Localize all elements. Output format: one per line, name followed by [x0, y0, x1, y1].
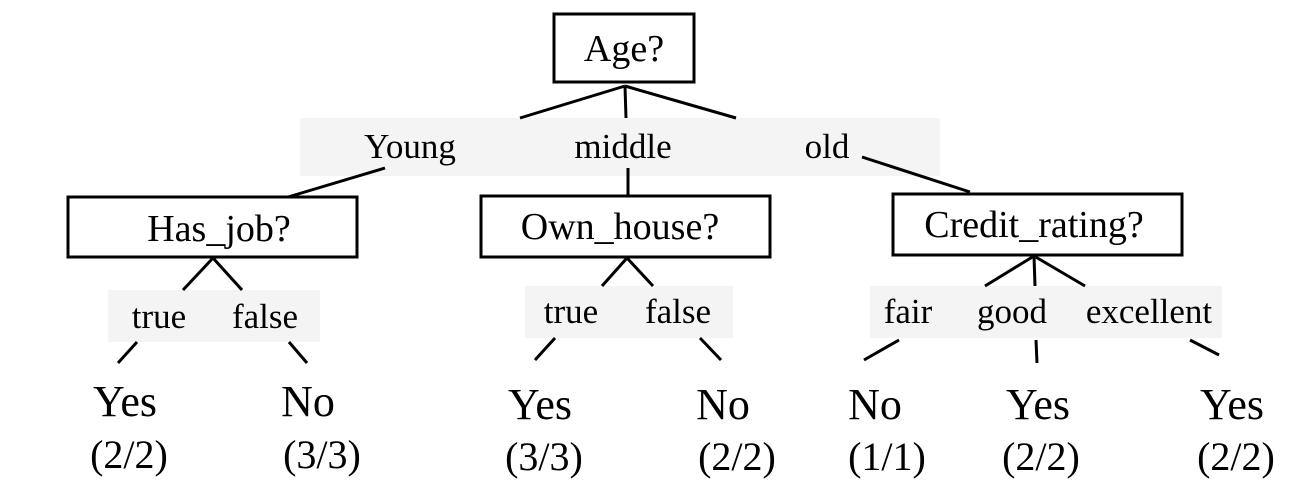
has-job-label-strip: [108, 290, 320, 342]
leaf-hasjob-true-class: Yes: [93, 377, 157, 426]
edge-credit-fair-lower: [863, 338, 900, 362]
edge-label-old: old: [805, 127, 850, 166]
edge-label-hasjob-false: false: [232, 297, 298, 336]
edge-credit-fair-upper: [984, 254, 1035, 288]
edge-credit-excellent-lower: [1189, 338, 1220, 357]
edge-age-old-upper: [624, 84, 737, 120]
edge-credit-excellent-upper: [1033, 254, 1086, 288]
edge-hasjob-true-lower: [116, 340, 139, 365]
node-has-job-label: Has_job?: [147, 208, 291, 250]
node-has-job-box: [66, 195, 359, 259]
edge-label-ownhouse-true: true: [544, 292, 598, 331]
node-age-label: Age?: [584, 28, 664, 70]
leaf-ownhouse-false-count: (2/2): [698, 434, 776, 479]
edge-ownhouse-true-lower: [533, 336, 557, 362]
edge-label-credit-good: good: [977, 292, 1048, 331]
edge-credit-good-upper: [1032, 255, 1037, 287]
leaf-ownhouse-true-count: (3/3): [505, 434, 583, 479]
edge-label-ownhouse-false: false: [645, 292, 711, 331]
leaf-credit-excellent-class: Yes: [1200, 380, 1264, 429]
edge-label-young: Young: [364, 127, 456, 166]
leaf-credit-fair-class: No: [848, 380, 902, 429]
own-house-label-strip: [525, 286, 733, 338]
leaf-hasjob-true-count: (2/2): [90, 432, 168, 477]
leaf-credit-good-count: (2/2): [1002, 434, 1080, 479]
edge-hasjob-false-upper: [211, 256, 244, 292]
edge-age-young-lower: [287, 166, 386, 199]
credit-label-strip: [870, 286, 1222, 338]
edge-credit-good-lower: [1034, 339, 1039, 364]
leaf-ownhouse-false-class: No: [696, 380, 750, 429]
level1-label-strip: [300, 118, 940, 176]
edge-hasjob-true-upper: [181, 256, 215, 292]
edge-hasjob-false-lower: [287, 341, 309, 364]
edge-ownhouse-false-upper: [625, 256, 655, 288]
edge-label-middle: middle: [574, 127, 671, 166]
leaf-credit-good-class: Yes: [1006, 380, 1070, 429]
node-own-house-label: Own_house?: [521, 206, 719, 248]
leaf-hasjob-false-count: (3/3): [283, 432, 361, 477]
edge-age-middle-upper: [623, 85, 628, 119]
edge-age-young-upper: [519, 84, 626, 120]
leaf-ownhouse-true-class: Yes: [508, 380, 572, 429]
edge-label-credit-excellent: excellent: [1086, 292, 1213, 331]
edge-label-hasjob-true: true: [132, 297, 186, 336]
edge-ownhouse-false-lower: [698, 336, 723, 362]
node-own-house-box: [479, 194, 772, 259]
edge-age-old-lower: [861, 155, 971, 194]
edge-ownhouse-true-upper: [600, 257, 629, 287]
node-age-box: [552, 12, 696, 84]
edge-label-credit-fair: fair: [884, 292, 933, 331]
leaf-credit-fair-count: (1/1): [848, 434, 926, 479]
node-credit-rating-box: [891, 192, 1184, 257]
leaf-hasjob-false-class: No: [281, 377, 335, 426]
node-credit-rating-label: Credit_rating?: [924, 204, 1143, 246]
leaf-credit-excellent-count: (2/2): [1197, 434, 1275, 479]
